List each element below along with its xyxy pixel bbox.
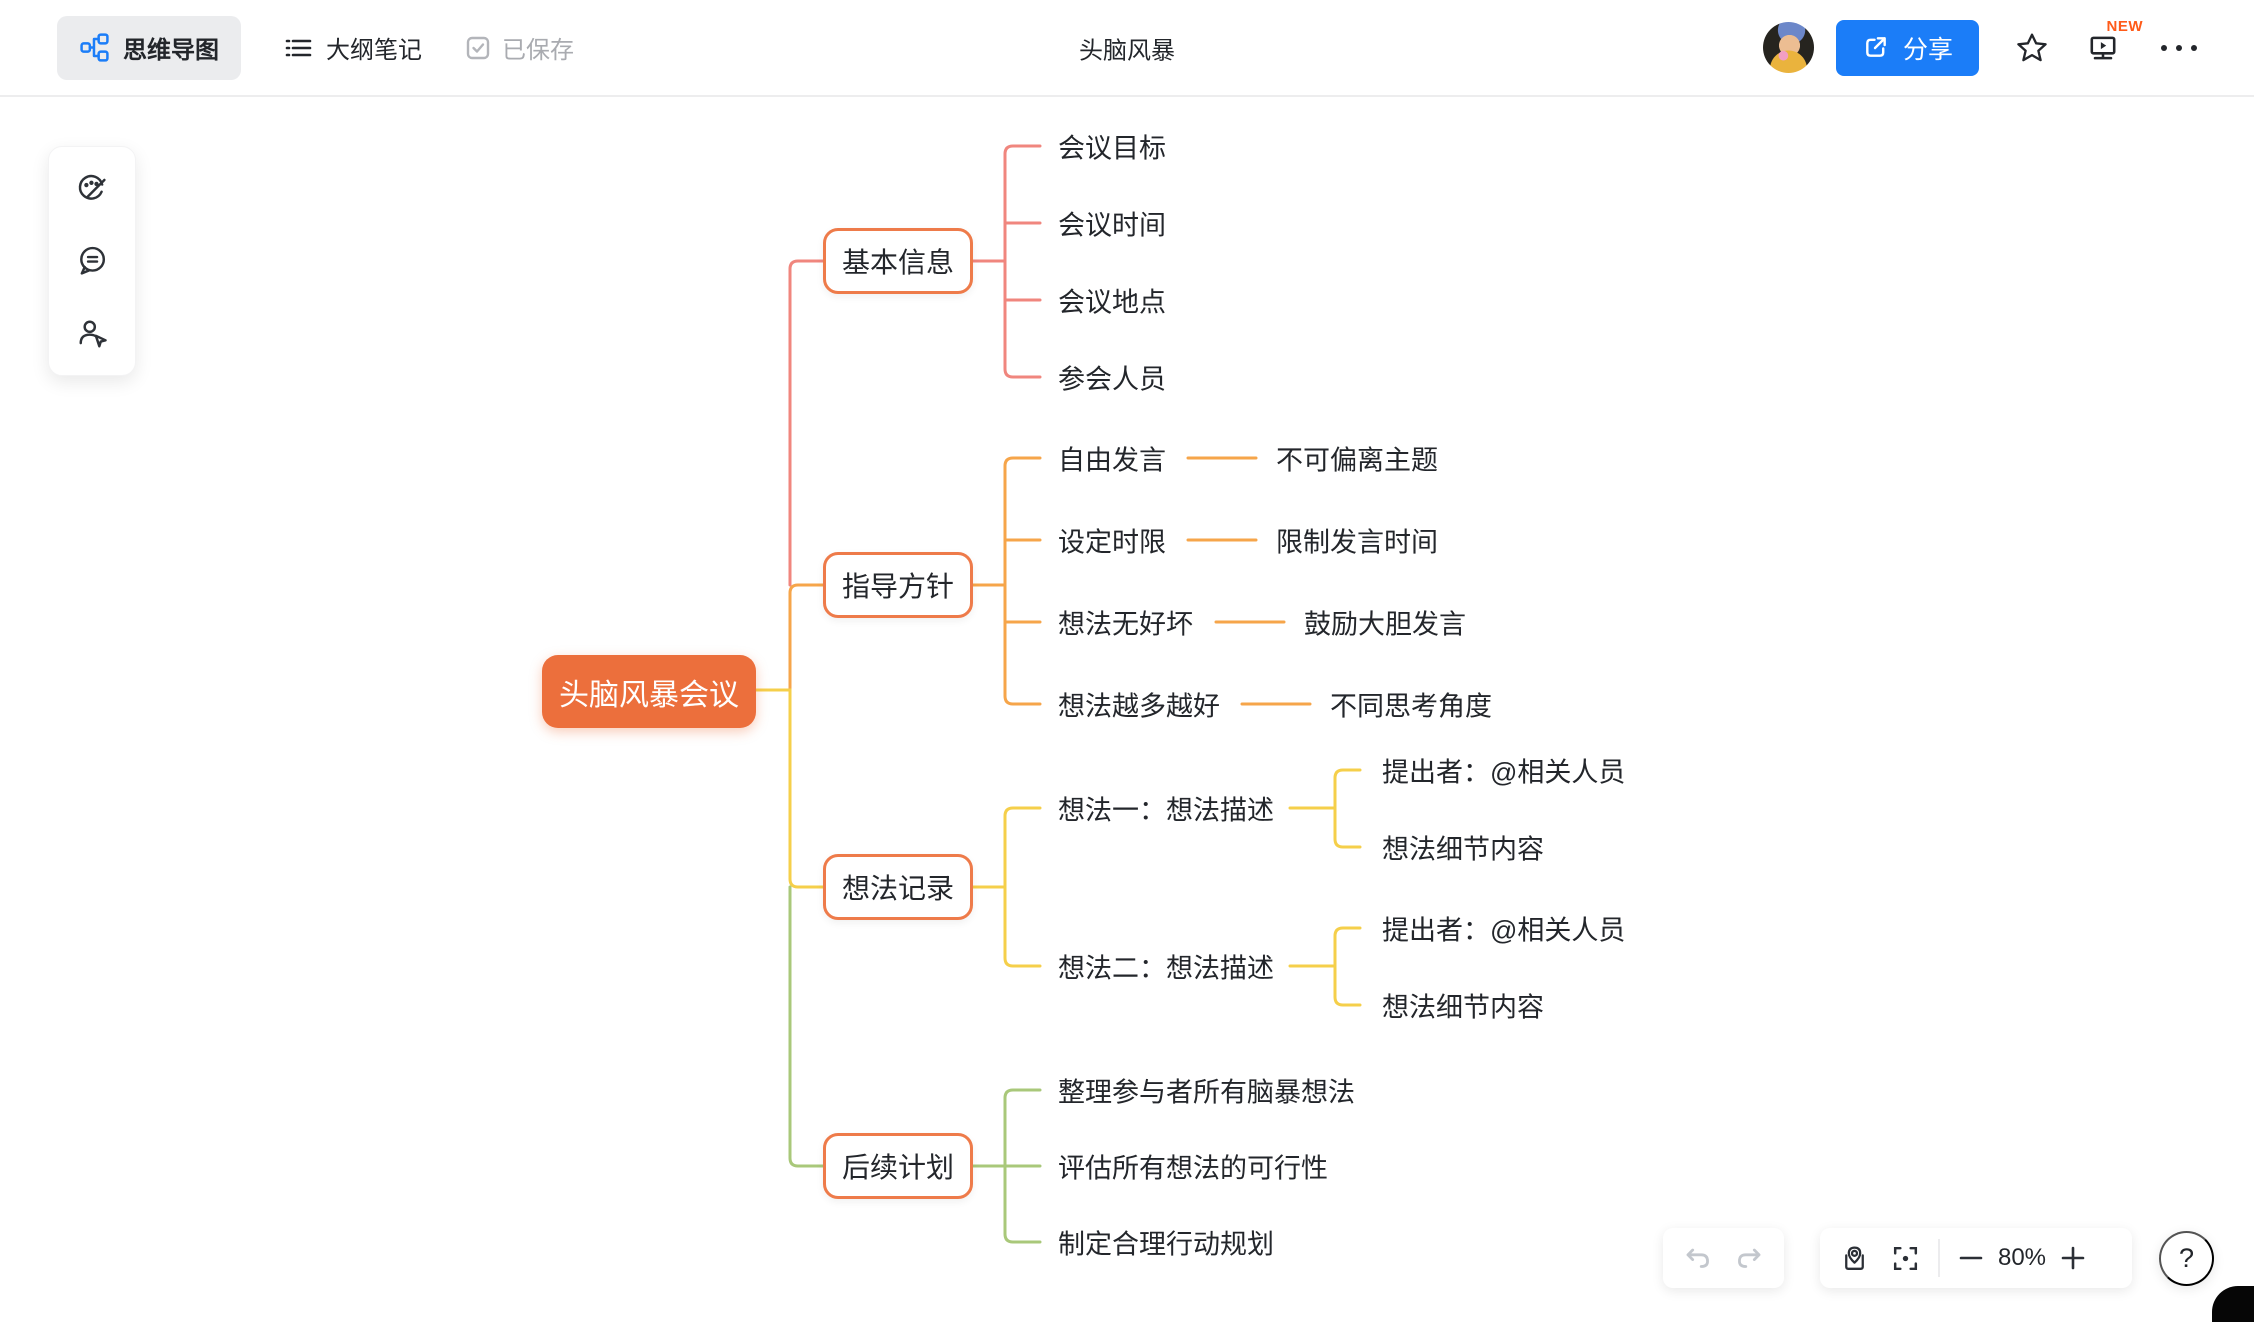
leaf-node[interactable]: 想法无好坏 xyxy=(1058,609,1193,640)
share-external-icon xyxy=(1862,34,1889,61)
leaf-node[interactable]: 制定合理行动规划 xyxy=(1058,1229,1274,1260)
comment-icon xyxy=(74,243,110,279)
topbar: 思维导图 大纲笔记 已保存 头脑风暴 xyxy=(0,0,2254,97)
share-button[interactable]: 分享 xyxy=(1835,19,1979,76)
connector-branch-guidelines xyxy=(788,456,1312,706)
leaf-node[interactable]: 会议地点 xyxy=(1058,287,1166,318)
connector-branch-basic-info xyxy=(788,144,1042,587)
save-status: 已保存 xyxy=(464,30,574,65)
more-dots-icon xyxy=(2161,44,2197,51)
redo-icon xyxy=(1732,1241,1766,1275)
leaf-node[interactable]: 会议时间 xyxy=(1058,210,1166,241)
comment-button[interactable] xyxy=(72,241,112,281)
save-status-label: 已保存 xyxy=(502,37,574,64)
leaf-node[interactable]: 评估所有想法的可行性 xyxy=(1058,1153,1328,1184)
leaf-node[interactable]: 想法细节内容 xyxy=(1382,834,1544,865)
branch-label: 后续计划 xyxy=(841,1152,954,1183)
favorite-star-button[interactable] xyxy=(2015,31,2049,65)
branch-label: 指导方针 xyxy=(841,571,954,602)
collaborator-button[interactable] xyxy=(72,313,112,353)
leaf-node[interactable]: 提出者：@相关人员 xyxy=(1382,915,1626,946)
leaf-node[interactable]: 不同思考角度 xyxy=(1330,691,1492,722)
branch-node-idea-records[interactable]: 想法记录 xyxy=(823,854,973,920)
leaf-node[interactable]: 整理参与者所有脑暴想法 xyxy=(1058,1077,1355,1108)
leaf-node[interactable]: 会议目标 xyxy=(1058,133,1166,164)
view-switcher: 思维导图 大纲笔记 已保存 xyxy=(57,15,574,80)
zoom-level[interactable]: 80% xyxy=(1986,1244,2058,1272)
branch-label: 基本信息 xyxy=(841,247,954,278)
zoom-out-button[interactable] xyxy=(1956,1243,1986,1273)
leaf-node[interactable]: 想法细节内容 xyxy=(1382,992,1544,1023)
user-avatar[interactable] xyxy=(1762,22,1814,73)
tab-mindmap[interactable]: 思维导图 xyxy=(57,15,241,80)
outline-icon xyxy=(283,33,313,63)
root-node-label: 头脑风暴会议 xyxy=(559,678,739,712)
present-mode-button[interactable]: NEW xyxy=(2087,18,2143,64)
minimap-icon xyxy=(1838,1242,1871,1275)
tab-mindmap-label: 思维导图 xyxy=(123,37,219,64)
style-palette-button[interactable] xyxy=(72,169,112,209)
present-icon xyxy=(2087,32,2119,64)
subtopic-node[interactable]: 想法一：想法描述 xyxy=(1058,795,1274,826)
leaf-node[interactable]: 限制发言时间 xyxy=(1276,527,1438,558)
left-toolbar xyxy=(48,146,136,376)
star-icon xyxy=(2015,31,2049,65)
divider xyxy=(1938,1239,1940,1277)
tab-outline[interactable]: 大纲笔记 xyxy=(283,30,422,65)
branch-node-guidelines[interactable]: 指导方针 xyxy=(823,552,973,618)
connector-branch-idea-records xyxy=(754,688,1362,1007)
help-button[interactable]: ? xyxy=(2159,1231,2214,1286)
leaf-node[interactable]: 鼓励大胆发言 xyxy=(1304,609,1466,640)
zoom-controls: 80% xyxy=(1820,1228,2132,1288)
mindmap-icon xyxy=(79,32,110,63)
document-title: 头脑风暴 xyxy=(1079,37,1175,65)
focus-icon xyxy=(1889,1242,1922,1275)
root-node[interactable]: 头脑风暴会议 xyxy=(542,655,756,728)
collaborator-icon xyxy=(74,315,110,351)
branch-node-basic-info[interactable]: 基本信息 xyxy=(823,228,973,294)
undo-button[interactable] xyxy=(1681,1241,1715,1275)
palette-icon xyxy=(74,171,110,207)
tab-outline-label: 大纲笔记 xyxy=(326,37,422,64)
leaf-node[interactable]: 不可偏离主题 xyxy=(1276,445,1438,476)
leaf-node[interactable]: 自由发言 xyxy=(1058,445,1166,476)
connector-branch-follow-up xyxy=(788,885,1042,1244)
help-icon: ? xyxy=(2178,1243,2195,1273)
leaf-node[interactable]: 设定时限 xyxy=(1058,527,1166,558)
subtopic-node[interactable]: 想法二：想法描述 xyxy=(1058,953,1274,984)
focus-center-button[interactable] xyxy=(1889,1242,1922,1275)
redo-button[interactable] xyxy=(1732,1241,1766,1275)
new-badge: NEW xyxy=(2106,17,2143,35)
leaf-node[interactable]: 想法越多越好 xyxy=(1058,691,1220,722)
leaf-node[interactable]: 提出者：@相关人员 xyxy=(1382,757,1626,788)
undo-icon xyxy=(1681,1241,1715,1275)
more-menu-button[interactable] xyxy=(2161,44,2197,51)
leaf-node[interactable]: 参会人员 xyxy=(1058,364,1166,395)
saved-check-icon xyxy=(464,34,492,62)
zoom-out-icon xyxy=(1956,1243,1986,1273)
minimap-button[interactable] xyxy=(1838,1242,1871,1275)
zoom-in-button[interactable] xyxy=(2058,1243,2088,1273)
branch-label: 想法记录 xyxy=(841,873,954,904)
history-controls xyxy=(1663,1228,1784,1288)
zoom-in-icon xyxy=(2058,1243,2088,1273)
branch-node-follow-up[interactable]: 后续计划 xyxy=(823,1133,973,1199)
topbar-actions: 分享 NEW xyxy=(1762,18,2197,76)
share-button-label: 分享 xyxy=(1902,35,1953,64)
